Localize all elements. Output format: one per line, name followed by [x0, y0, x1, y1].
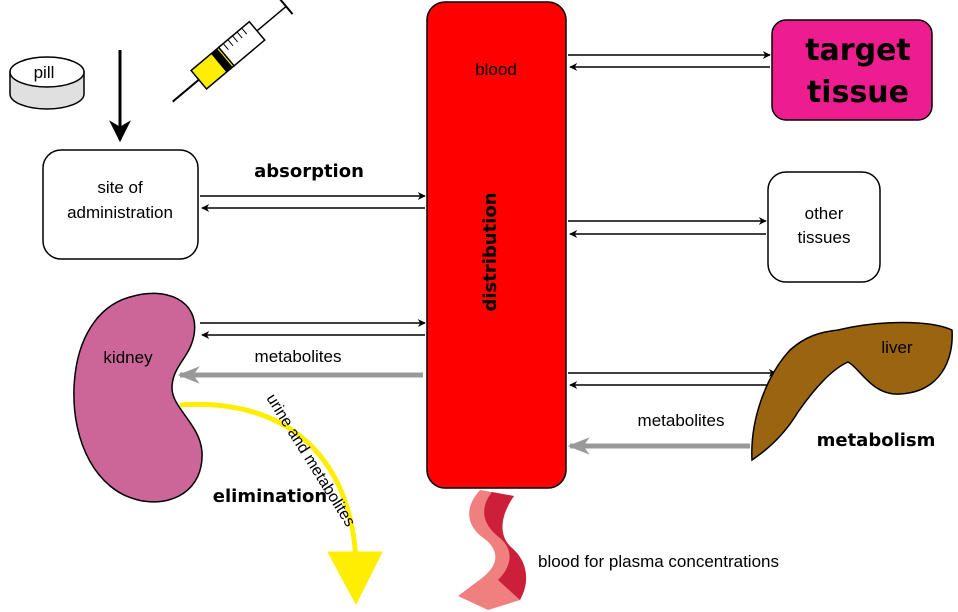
- site-of-administration-box: site of administration: [42, 149, 199, 260]
- plasma-label: blood for plasma concentrations: [538, 552, 779, 571]
- other-tissues-line2: tissues: [798, 228, 851, 247]
- elimination-label: elimination: [213, 486, 327, 507]
- target-label-line2: tissue: [807, 75, 909, 110]
- site-label-line1: site of: [97, 178, 143, 197]
- syringe-icon: [172, 0, 294, 103]
- kidney-label: kidney: [103, 348, 153, 367]
- other-tissues-line1: other: [805, 204, 844, 223]
- target-tissue-box: target tissue: [771, 19, 933, 121]
- absorption-label: absorption: [254, 161, 364, 182]
- blood-distribution-column: blood distribution: [426, 1, 567, 489]
- blood-label: blood: [475, 60, 517, 79]
- target-label-line1: target: [805, 33, 911, 68]
- metabolism-label: metabolism: [817, 430, 936, 451]
- kidney-metabolites-label: metabolites: [255, 347, 342, 366]
- urine-arrowhead: [327, 551, 383, 606]
- other-tissues-box: other tissues: [767, 171, 881, 283]
- pill-label: pill: [34, 63, 55, 82]
- site-label-line2: administration: [67, 203, 173, 222]
- liver-metabolites-label: metabolites: [638, 411, 725, 430]
- urine-arrow: [179, 401, 359, 561]
- liver-label: liver: [881, 338, 913, 357]
- pill-icon: pill: [9, 56, 85, 110]
- distribution-label: distribution: [480, 192, 501, 311]
- kidney-icon: kidney: [73, 292, 203, 503]
- urine-label: urine and metabolites: [263, 391, 358, 530]
- plasma-ribbon-icon: [458, 490, 527, 610]
- liver-icon: liver: [751, 321, 953, 462]
